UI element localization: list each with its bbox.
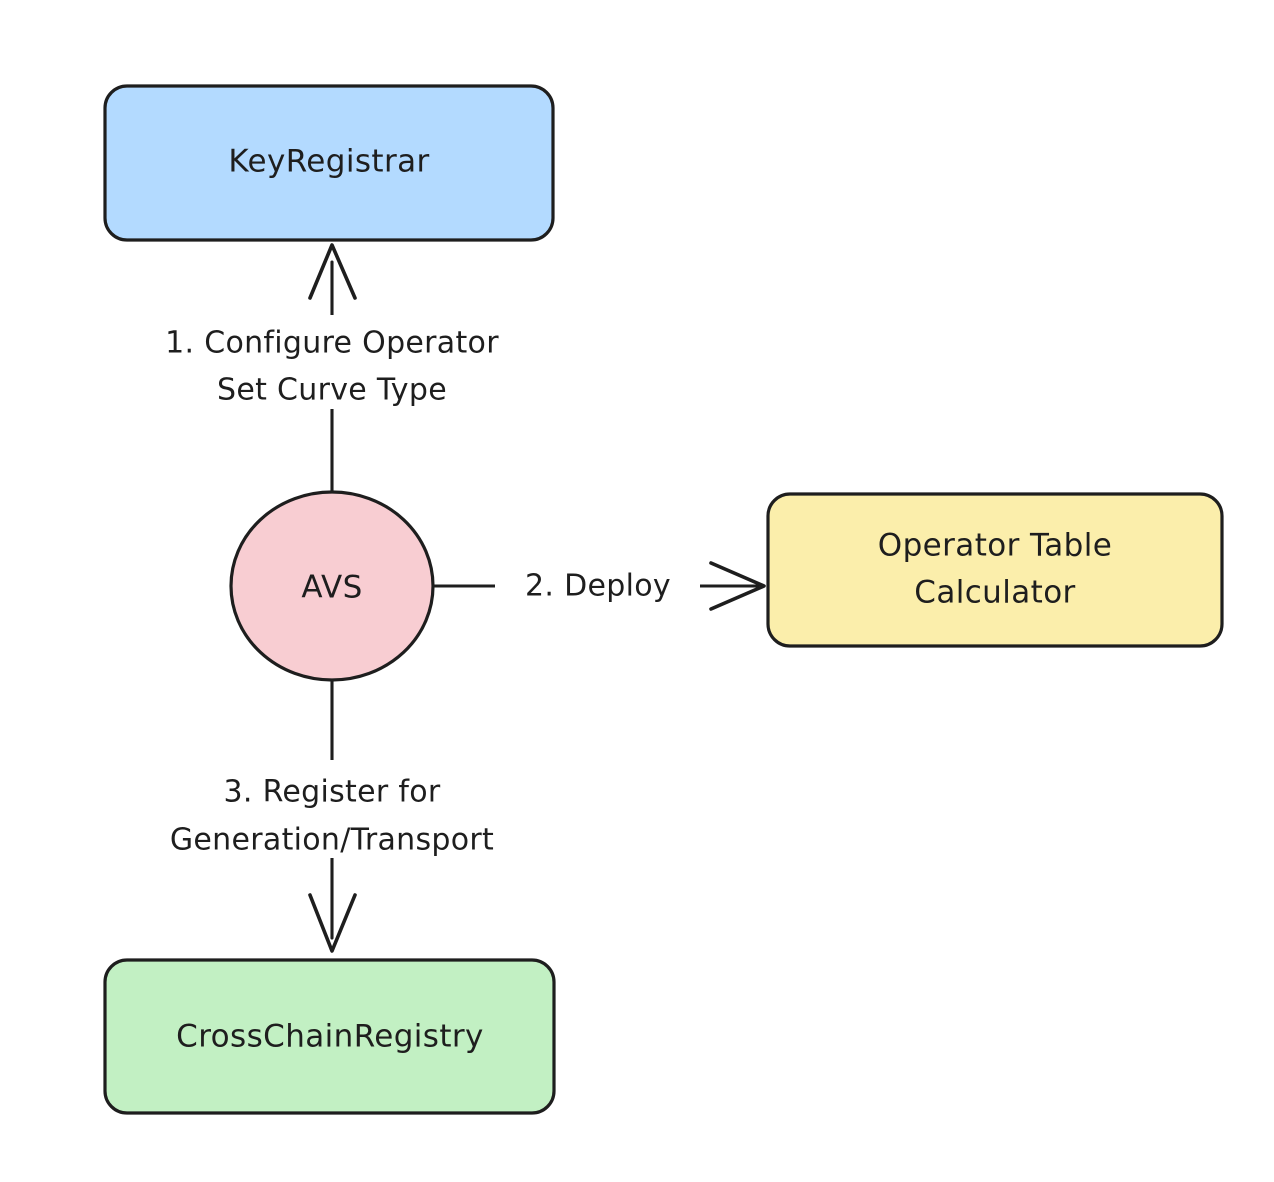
arrowhead-down-crosschainregistry [308,893,357,953]
node-keyregistrar-label: KeyRegistrar [228,144,429,180]
node-avs-label: AVS [301,570,362,606]
edge-label-avs-to-keyregistrar-line1: 1. Configure Operator [165,326,499,361]
edge-label-backdrop-1 [112,315,552,409]
edge-label-avs-to-crosschainregistry-line2: Generation/Transport [170,823,494,858]
node-operator-table-calculator-label-line1: Operator Table [878,528,1112,564]
node-operator-table-calculator-label-line2: Calculator [914,575,1075,611]
edge-avs-to-operator-table-calculator: 2. Deploy [432,561,766,612]
edge-avs-to-crosschainregistry: 3. Register for Generation/Transport [110,678,560,953]
edge-label-backdrop-3 [110,760,560,858]
arrowhead-up-keyregistrar [308,243,357,300]
node-crosschainregistry-shape[interactable] [103,958,556,1115]
node-avs[interactable]: AVS [229,490,435,682]
edge-label-avs-to-crosschainregistry-line1: 3. Register for [224,775,441,810]
node-crosschainregistry-label: CrossChainRegistry [176,1019,484,1055]
arrowhead-right-operator-table-calculator [709,561,766,611]
node-crosschainregistry[interactable]: CrossChainRegistry [103,958,556,1115]
edge-label-avs-to-keyregistrar-line2: Set Curve Type [217,373,447,408]
node-operator-table-calculator-shape[interactable] [766,492,1224,648]
node-keyregistrar-shape[interactable] [103,84,555,242]
edge-label-avs-to-operator-table-calculator-line1: 2. Deploy [525,569,671,604]
edge-avs-to-keyregistrar: 1. Configure Operator Set Curve Type [112,243,552,494]
node-keyregistrar[interactable]: KeyRegistrar [103,84,555,242]
edge-label-backdrop-2 [495,562,700,612]
node-avs-shape[interactable] [229,490,435,682]
node-operator-table-calculator[interactable]: Operator Table Calculator [766,492,1224,648]
